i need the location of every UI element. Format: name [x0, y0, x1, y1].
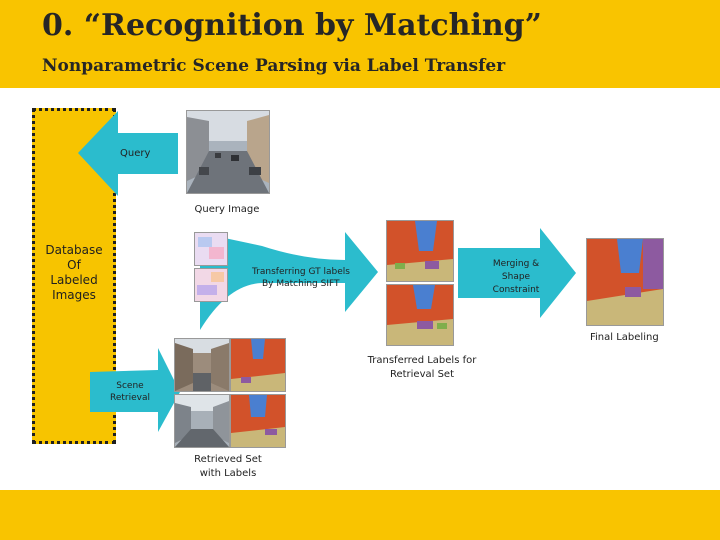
transferred-caption-1: Transferred Labels for — [356, 355, 488, 366]
transferred-label-map-2 — [386, 284, 454, 346]
database-sample-2 — [194, 268, 228, 302]
scene-arrow-label-1: Scene — [100, 381, 160, 391]
retrieved-label-map-1 — [230, 338, 286, 392]
transferred-label-map-1 — [386, 220, 454, 282]
footer-banner — [0, 490, 720, 540]
retrieved-caption-1: Retrieved Set — [182, 454, 274, 465]
final-labeling-image — [586, 238, 664, 326]
database-sample-1 — [194, 232, 228, 266]
merge-arrow-label-1: Merging & — [484, 259, 548, 269]
retrieved-photo-1 — [174, 338, 230, 392]
query-image — [186, 110, 270, 194]
merge-arrow-label-3: Constraint — [484, 285, 548, 295]
retrieved-caption-2: with Labels — [182, 468, 274, 479]
transfer-arrow-label-2: By Matching SIFT — [262, 279, 339, 289]
retrieved-photo-2 — [174, 394, 230, 448]
transferred-caption-2: Retrieval Set — [356, 369, 488, 380]
scene-arrow-label-2: Retrieval — [100, 393, 160, 403]
retrieved-label-map-2 — [230, 394, 286, 448]
merge-arrow-label-2: Shape — [484, 272, 548, 282]
final-labeling-caption: Final Labeling — [590, 332, 659, 343]
query-image-caption: Query Image — [186, 204, 268, 215]
query-arrow-label: Query — [120, 148, 150, 159]
transfer-arrow-label-1: Transferring GT labels — [252, 267, 350, 277]
